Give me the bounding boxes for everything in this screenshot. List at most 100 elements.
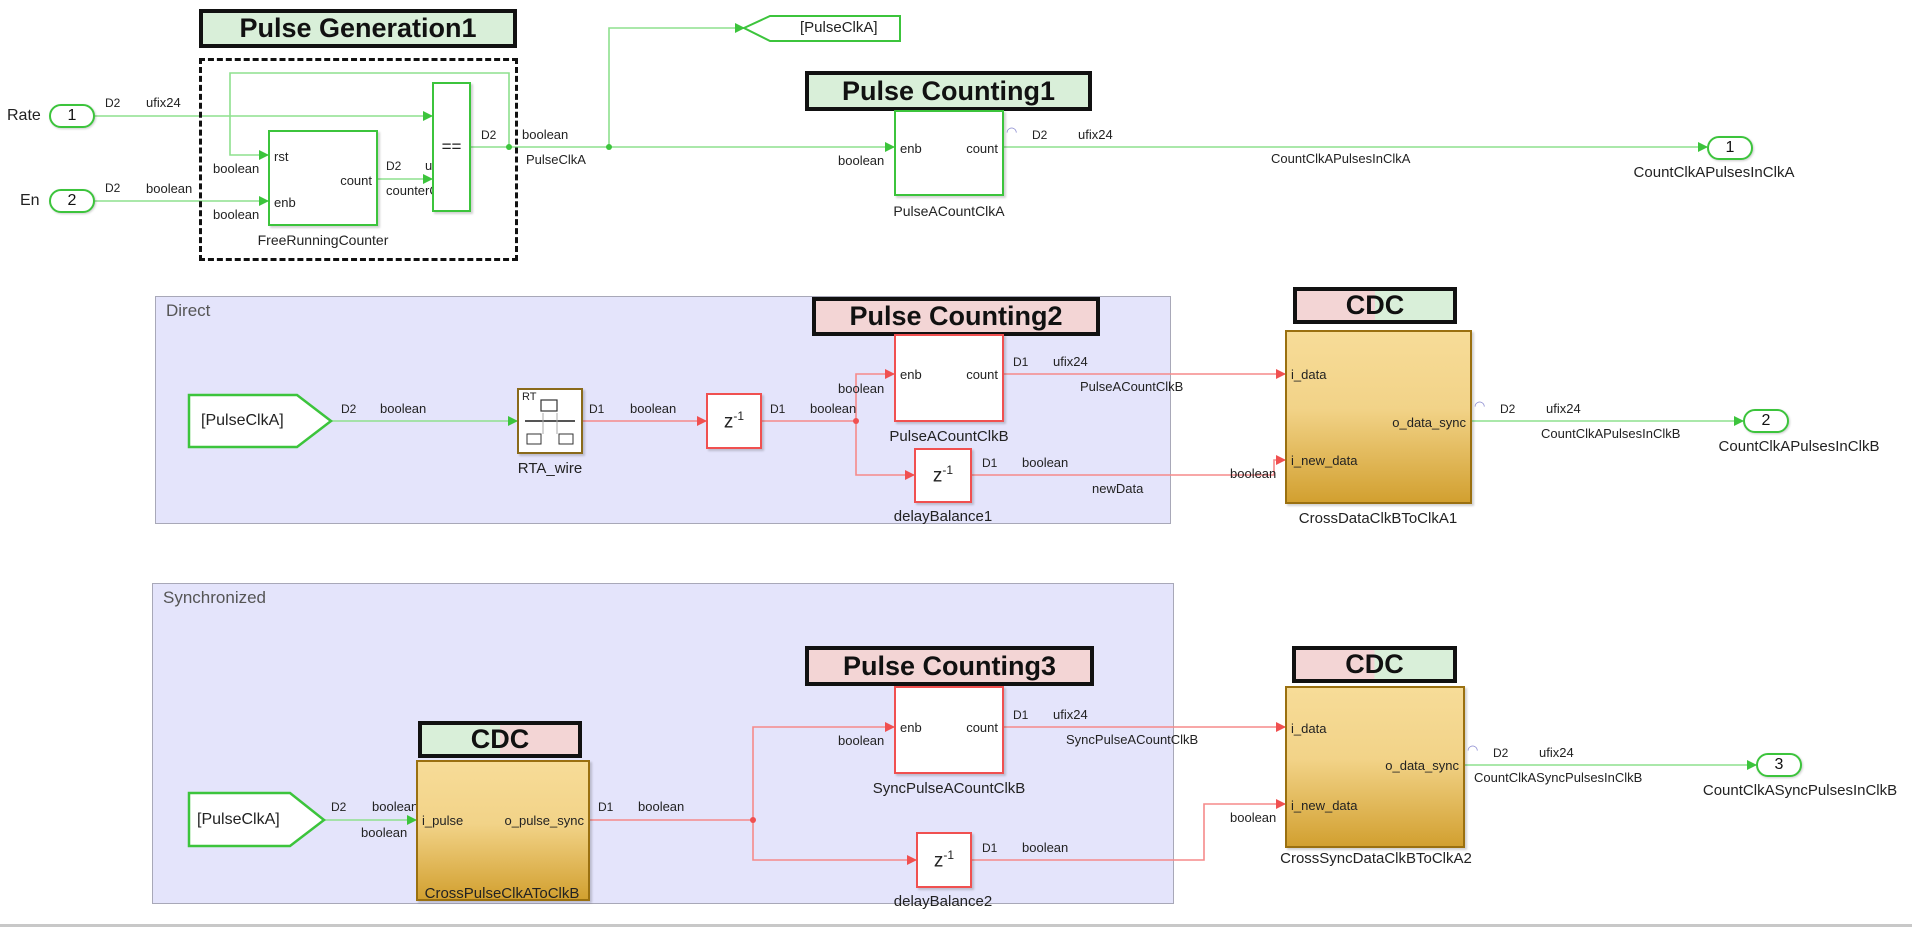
block-pulse-a-count-clk-b[interactable]: enb count — [894, 334, 1004, 422]
inport-name-rate: Rate — [7, 107, 41, 124]
from-tag-sync[interactable]: [PulseClkA] — [197, 811, 280, 828]
block-delay-balance2[interactable]: z-1 — [916, 832, 972, 888]
port-o-data-sync: o_data_sync — [1385, 758, 1459, 773]
rate-transition-icon — [525, 399, 575, 445]
rate-line-rate: D2 — [105, 96, 121, 110]
name-delay-balance1: delayBalance1 — [893, 508, 993, 525]
name-cross-pulse: CrossPulseClkAToClkB — [424, 885, 580, 902]
en-line-rate: D2 — [105, 181, 121, 195]
inport-rate[interactable]: 1 — [49, 104, 95, 128]
branch-point-direct — [853, 418, 859, 424]
delay-z: z — [933, 850, 944, 872]
outport-3[interactable]: 3 — [1756, 753, 1802, 777]
enb-b-type: boolean — [838, 381, 885, 396]
name-pulse-a-count-clk-b: PulseACountClkB — [889, 428, 1009, 445]
block-cross-sync-data-clk-b-to-clk-a2[interactable]: i_data i_new_data o_data_sync — [1285, 686, 1465, 848]
rst-type: boolean — [213, 161, 260, 176]
name-cross-sync-data2: CrossSyncDataClkBToClkA2 — [1280, 850, 1472, 867]
rate-transition-icon: ◠ — [1467, 742, 1479, 757]
line-to-delay1 — [855, 421, 915, 480]
outport-2[interactable]: 2 — [1743, 409, 1789, 433]
port-o-pulse-sync: o_pulse_sync — [504, 813, 585, 828]
goto-tag[interactable]: [PulseClkA] — [800, 19, 878, 36]
annotation-pulse-counting1: Pulse Counting1 — [805, 71, 1092, 111]
count-b-type: ufix24 — [1053, 354, 1088, 369]
sync-enb-type: boolean — [838, 733, 885, 748]
block-cross-pulse-clk-a-to-clk-b[interactable]: i_pulse o_pulse_sync — [416, 760, 590, 901]
outport-name-1: CountClkAPulsesInClkA — [1633, 164, 1795, 181]
port-count: count — [966, 367, 998, 382]
from-sync-rate: D2 — [331, 800, 347, 814]
enb-type: boolean — [213, 207, 260, 222]
name-rta-wire: RTA_wire — [517, 460, 583, 477]
rta-out-rate: D1 — [589, 402, 605, 416]
sync-i-new-data-type: boolean — [1230, 810, 1277, 825]
from-block-direct-shape — [187, 393, 334, 449]
sync-count-rate: D1 — [1013, 708, 1029, 722]
block-rta-wire[interactable]: RT — [517, 388, 583, 454]
rt-icon-text: RT — [522, 391, 537, 403]
port-count: count — [340, 173, 372, 188]
inport-en[interactable]: 2 — [49, 189, 95, 213]
block-sync-pulse-a-count-clk-b[interactable]: enb count — [894, 686, 1004, 774]
delay-z: z — [932, 465, 943, 487]
new-data-signal: newData — [1092, 481, 1144, 496]
annotation-pulse-counting2: Pulse Counting2 — [812, 297, 1100, 336]
delay-exp: -1 — [943, 847, 955, 862]
en-line-type: boolean — [146, 181, 193, 196]
inport-name-en: En — [20, 192, 40, 209]
area-title-synchronized: Synchronized — [163, 588, 267, 607]
count-type-partial: u — [425, 158, 433, 173]
count-a-type: ufix24 — [1078, 127, 1113, 142]
line-to-goto — [608, 23, 745, 147]
block-cross-data-clk-b-to-clk-a1[interactable]: i_data i_new_data o_data_sync — [1285, 330, 1472, 504]
pulse-generation-boundary — [199, 58, 518, 261]
port-count: count — [966, 720, 998, 735]
port-enb: enb — [900, 141, 922, 156]
delay-out-rate: D1 — [770, 402, 786, 416]
from-block-sync-shape — [187, 791, 327, 848]
delay-z: z — [723, 411, 734, 433]
delay-exp: -1 — [733, 408, 745, 423]
from-sync-type: boolean — [372, 799, 419, 814]
delay-out-type: boolean — [810, 401, 857, 416]
from-tag-direct[interactable]: [PulseClkA] — [201, 412, 284, 429]
rta-out-type: boolean — [630, 401, 677, 416]
delay-balance1-symbol: z-1 — [933, 463, 953, 487]
block-delay-balance1[interactable]: z-1 — [914, 448, 972, 503]
annotation-cdc-mid: CDC — [418, 721, 582, 758]
port-enb: enb — [274, 195, 296, 210]
outport-name-3: CountClkASyncPulsesInClkB — [1702, 782, 1898, 799]
block-pulse-a-count-clk-a[interactable]: enb count — [894, 110, 1004, 196]
compare-symbol: == — [441, 137, 462, 156]
block-unit-delay-direct[interactable]: z-1 — [706, 393, 762, 449]
sync-count-signal: SyncPulseACountClkB — [1066, 732, 1199, 747]
canvas-bottom-border — [0, 924, 1912, 927]
port-i-new-data: i_new_data — [1291, 798, 1358, 813]
line-to-enb-b — [855, 369, 895, 421]
port-enb: enb — [900, 367, 922, 382]
port-i-data: i_data — [1291, 721, 1327, 736]
line-sync-new-data — [972, 799, 1286, 861]
count-a-rate: D2 — [1032, 128, 1048, 142]
branch-point-sync — [750, 817, 756, 823]
delay-balance2-symbol: z-1 — [934, 848, 954, 872]
outport-1[interactable]: 1 — [1707, 136, 1753, 160]
name-free-running-counter: FreeRunningCounter — [257, 232, 389, 248]
block-compare[interactable]: == — [432, 82, 471, 212]
pulse-clk-a-type: boolean — [522, 127, 569, 142]
compare-out-rate: D2 — [481, 128, 497, 142]
name-cross-data1: CrossDataClkBToClkA1 — [1298, 510, 1458, 527]
annotation-pulse-counting3: Pulse Counting3 — [805, 646, 1094, 686]
annotation-pulse-generation1: Pulse Generation1 — [199, 9, 517, 48]
rate-line-type: ufix24 — [146, 95, 181, 110]
count-b-signal: PulseACountClkB — [1080, 379, 1184, 394]
out3-rate: D2 — [1493, 746, 1509, 760]
port-enb: enb — [900, 720, 922, 735]
block-free-running-counter[interactable]: rst enb count — [268, 130, 378, 226]
delay1-out-type: boolean — [1022, 455, 1069, 470]
rate-transition-icon: ◠ — [1474, 398, 1486, 413]
i-pulse-type: boolean — [361, 825, 408, 840]
